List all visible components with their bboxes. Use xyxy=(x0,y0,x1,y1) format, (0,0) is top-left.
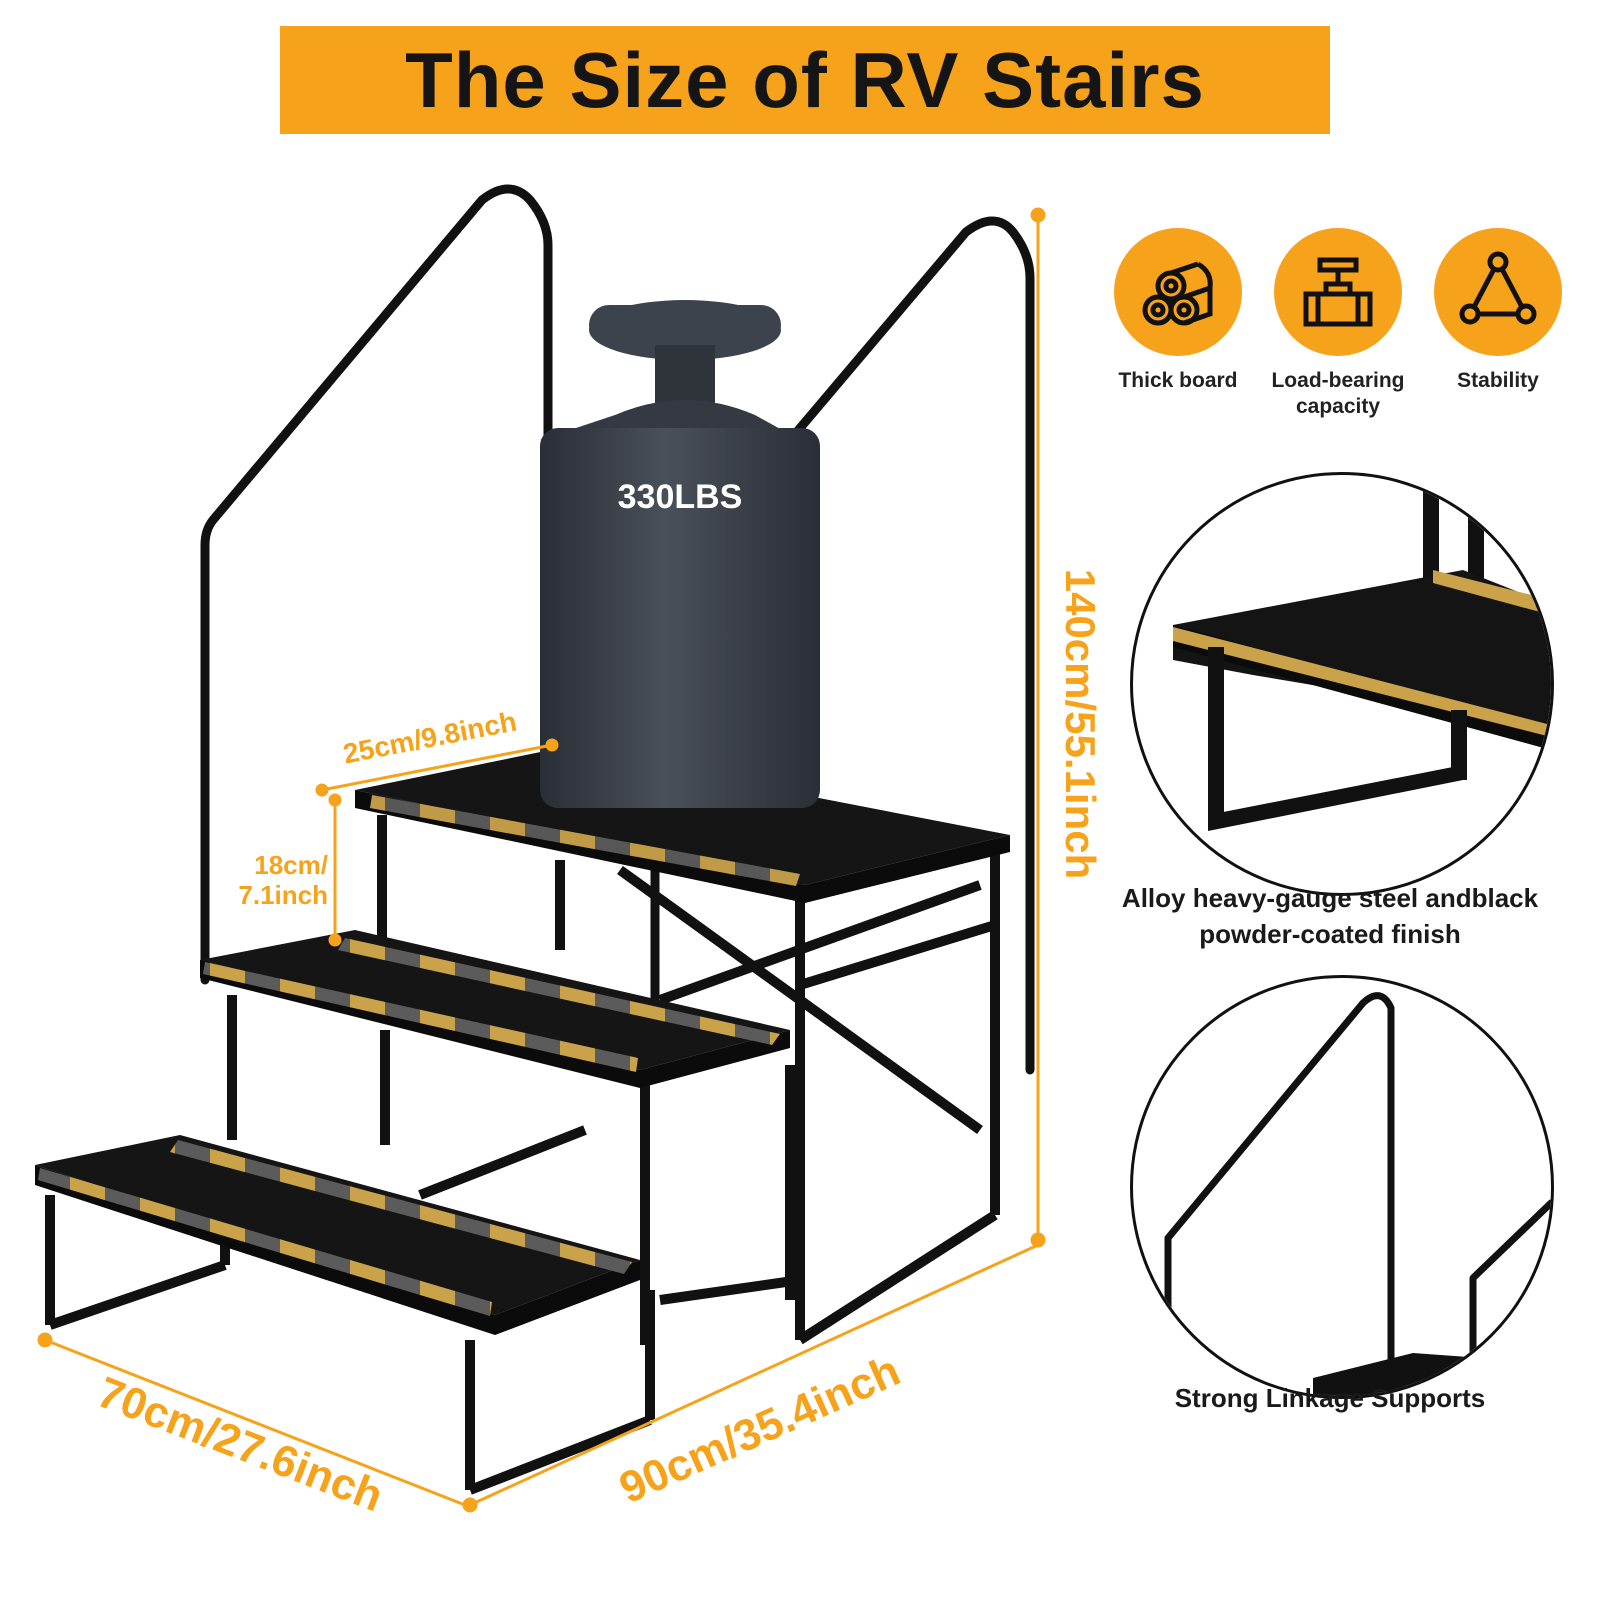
feature-icon-circle xyxy=(1434,228,1562,356)
step-rise-line1: 18cm/ xyxy=(254,850,328,880)
handrail-closeup-image xyxy=(1164,992,1551,1396)
weight-label: 330LBS xyxy=(617,478,743,516)
feature-label: Stability xyxy=(1457,369,1539,392)
left-handrail xyxy=(200,184,553,985)
dimension-lines xyxy=(37,207,1046,1513)
feature-label: Thick board xyxy=(1118,369,1238,392)
detail-caption-finish: Alloy heavy-gauge steel andblack powder-… xyxy=(1080,880,1580,952)
bottom-tread xyxy=(35,1135,640,1335)
caption-line: powder-coated finish xyxy=(1199,919,1461,949)
detail-circle-tread xyxy=(1130,472,1554,896)
middle-tread xyxy=(200,930,790,1088)
feature-load-bearing: Load-bearing capacity xyxy=(1258,228,1418,420)
feature-thick-board: Thick board xyxy=(1098,228,1258,394)
height-dimension: 140cm/55.1inch xyxy=(1057,568,1104,880)
tread-closeup-image xyxy=(1173,475,1551,831)
triangle-stability-icon xyxy=(1459,251,1537,325)
page-title: The Size of RV Stairs xyxy=(405,35,1205,124)
middle-frame xyxy=(227,995,795,1345)
step-rise-line2: 7.1inch xyxy=(238,880,328,910)
title-banner: The Size of RV Stairs xyxy=(280,26,1330,134)
caption-line: Strong Linkage Supports xyxy=(1174,1383,1486,1413)
feature-label: Load-bearing capacity xyxy=(1271,369,1405,418)
top-frame xyxy=(377,815,1000,1345)
feature-icon-circle xyxy=(1114,228,1242,356)
weight-block xyxy=(540,300,820,808)
feature-stability: Stability xyxy=(1418,228,1578,394)
detail-circle-linkage xyxy=(1130,975,1554,1399)
weight-load-icon xyxy=(1303,257,1373,327)
detail-caption-linkage: Strong Linkage Supports xyxy=(1080,1380,1580,1416)
feature-icon-circle xyxy=(1274,228,1402,356)
caption-line: Alloy heavy-gauge steel andblack xyxy=(1121,883,1539,913)
step-rise-dimension: 18cm/ 7.1inch xyxy=(218,850,328,910)
rolled-boards-icon xyxy=(1142,261,1213,326)
top-tread xyxy=(355,748,1010,903)
